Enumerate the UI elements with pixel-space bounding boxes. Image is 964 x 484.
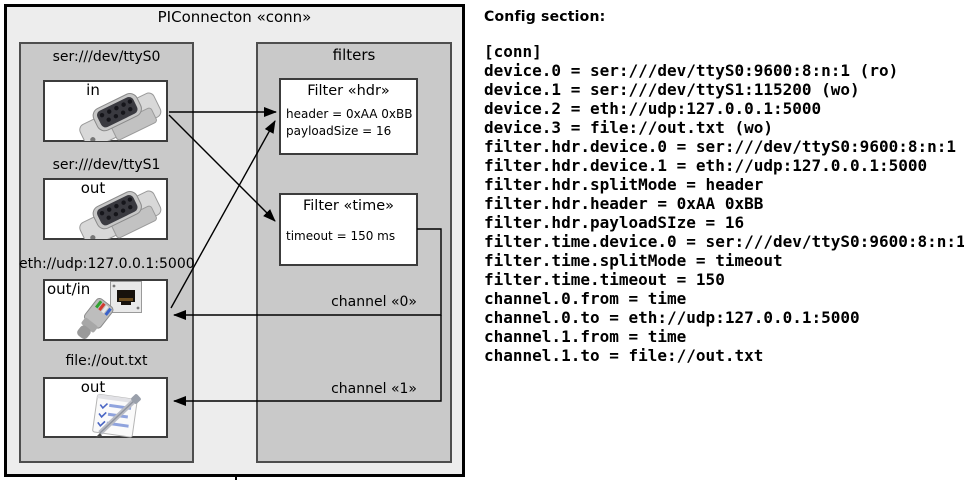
device-direction-outin: out/in [47, 280, 91, 298]
bottom-anchor-tick [235, 474, 237, 480]
ethernet-port-icon [110, 281, 142, 313]
serial-connector-icon [79, 92, 162, 141]
device-label-file-out: file://out.txt [65, 353, 148, 369]
filters-panel-title: filters [332, 46, 376, 64]
filter-hdr-title: Filter «hdr» [307, 83, 390, 99]
piconnection-title: PIConnecton «conn» [157, 8, 312, 26]
filter-time-title: Filter «time» [302, 198, 395, 214]
device-direction-out: out [80, 378, 106, 396]
ethernet-cable-icon [77, 298, 114, 340]
filter-time-prop-timeout: timeout = 150 ms [286, 229, 396, 243]
device-direction-out: out [80, 179, 106, 197]
device-label-ttyS1: ser:///dev/ttyS1 [52, 157, 161, 173]
serial-connector-icon [79, 190, 162, 239]
device-label-ttyS0: ser:///dev/ttyS0 [52, 49, 161, 65]
config-heading: Config section: [484, 9, 606, 25]
channel-0-label: channel «0» [331, 294, 417, 310]
notepad-icon [92, 393, 141, 438]
filter-hdr-prop-header: header = 0xAA 0xBB [286, 107, 413, 121]
filter-hdr-prop-payload: payloadSize = 16 [286, 124, 392, 138]
channel-1-label: channel «1» [331, 381, 417, 397]
device-direction-in: in [86, 81, 100, 99]
config-text-block: [conn] device.0 = ser:///dev/ttyS0:9600:… [484, 42, 964, 365]
filter-hdr-box [279, 78, 418, 155]
device-label-eth-udp: eth://udp:127.0.0.1:5000 [19, 256, 195, 272]
